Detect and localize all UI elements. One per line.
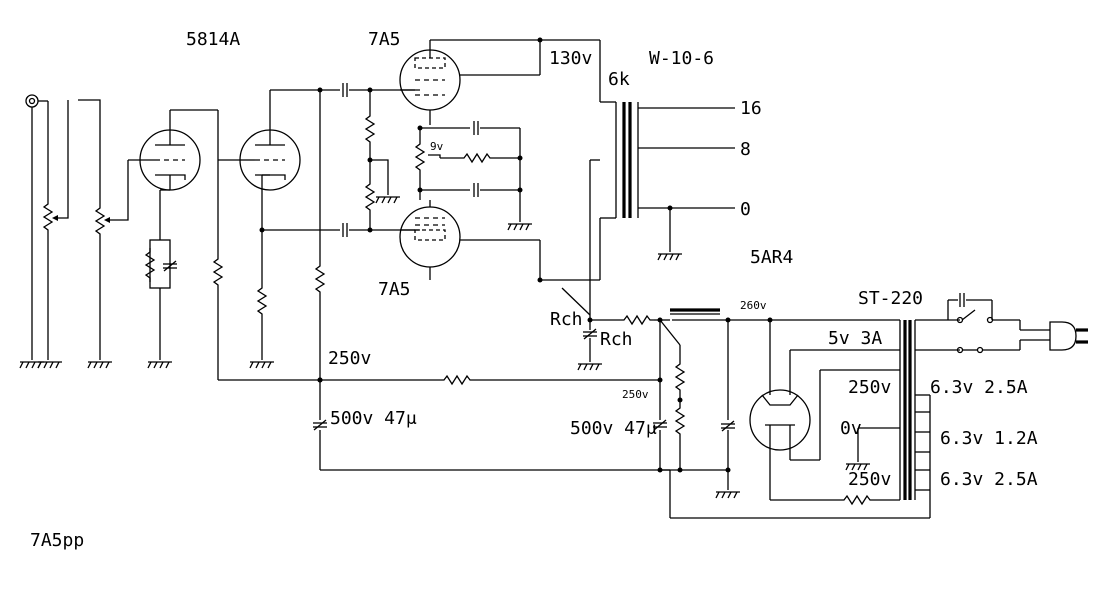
label-power-tube-top: 7A5 <box>368 29 401 50</box>
label-heater-5v: 5v 3A <box>828 328 882 349</box>
label-rch-2: Rch <box>600 329 633 350</box>
label-cap-right: 500v 47μ <box>570 418 657 439</box>
switch-icon <box>947 292 1050 354</box>
label-rch-1: Rch <box>550 309 583 330</box>
label-output-transformer: W-10-6 <box>649 48 714 69</box>
power-tube-top <box>399 37 543 125</box>
label-tap-0: 0 <box>740 199 751 220</box>
label-heater-a: 6.3v 2.5A <box>930 377 1028 398</box>
filter-section <box>561 287 900 499</box>
driver-tube-1 <box>128 109 219 255</box>
label-bias-voltage: 9v <box>430 140 444 153</box>
label-secondary-bottom: 250v <box>848 469 891 490</box>
input-section <box>19 94 129 369</box>
label-tap-8: 8 <box>740 139 751 160</box>
output-transformer <box>540 39 735 323</box>
ac-plug-icon <box>1049 321 1088 351</box>
input-jack-icon <box>25 94 39 108</box>
label-center-tap: 0v <box>840 418 862 439</box>
label-power-tube-bottom: 7A5 <box>378 279 411 300</box>
rectifier-tube <box>749 320 900 505</box>
label-rectifier: 5AR4 <box>750 247 793 268</box>
label-heater-c: 6.3v 2.5A <box>940 469 1038 490</box>
driver-tube-2 <box>218 90 301 284</box>
bias-network <box>415 120 533 231</box>
label-heater-b: 6.3v 1.2A <box>940 428 1038 449</box>
cathode-network-1 <box>145 239 178 369</box>
label-title: 7A5pp <box>30 530 84 551</box>
label-driver-tube: 5814A <box>186 29 240 50</box>
label-cap-left: 500v 47μ <box>330 408 417 429</box>
label-secondary-top: 250v <box>848 377 891 398</box>
label-b-plus: 260v <box>740 299 767 312</box>
label-primary-impedance: 6k <box>608 69 630 90</box>
label-tap-16: 16 <box>740 98 762 119</box>
power-transformer <box>660 319 960 519</box>
label-plate-voltage: 130v <box>549 48 592 69</box>
label-supply-250: 250v <box>328 348 371 369</box>
power-tube-bottom <box>399 200 543 283</box>
label-power-transformer: ST-220 <box>858 288 923 309</box>
label-supply-250-small: 250v <box>622 388 649 401</box>
